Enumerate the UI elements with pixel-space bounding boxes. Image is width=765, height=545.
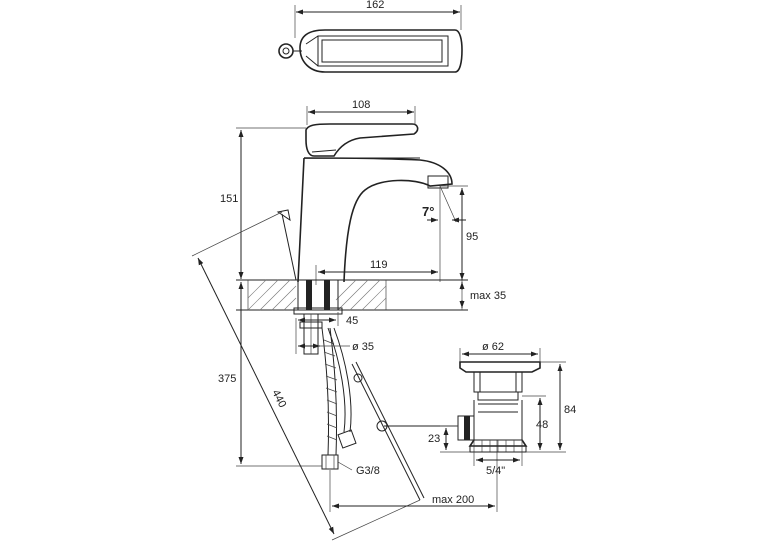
label-45: 45 — [346, 315, 358, 327]
label-84: 84 — [564, 404, 576, 416]
label-48: 48 — [536, 419, 548, 431]
label-angle: 7° — [422, 204, 434, 219]
waste-drain — [457, 361, 541, 453]
label-g3-8: G3/8 — [356, 465, 380, 477]
shank-and-hoses — [276, 209, 458, 501]
label-95: 95 — [466, 231, 478, 243]
label-108: 108 — [352, 99, 370, 111]
countertop-section — [236, 279, 468, 315]
label-119: 119 — [370, 259, 388, 271]
label-max-200: max 200 — [432, 494, 474, 506]
label-23: 23 — [428, 433, 440, 445]
dim-line-440 — [197, 257, 335, 535]
label-151: 151 — [220, 193, 238, 205]
label-thread-5-4: 5/4" — [486, 465, 505, 477]
label-max-35: max 35 — [470, 290, 506, 302]
label-diameter-35: ø 35 — [352, 341, 374, 353]
label-440: 440 — [269, 388, 288, 410]
label-diameter-62: ø 62 — [482, 341, 504, 353]
faucet-side-view — [297, 123, 453, 283]
top-view — [278, 5, 463, 73]
label-375: 375 — [218, 373, 236, 385]
label-162: 162 — [366, 0, 384, 11]
